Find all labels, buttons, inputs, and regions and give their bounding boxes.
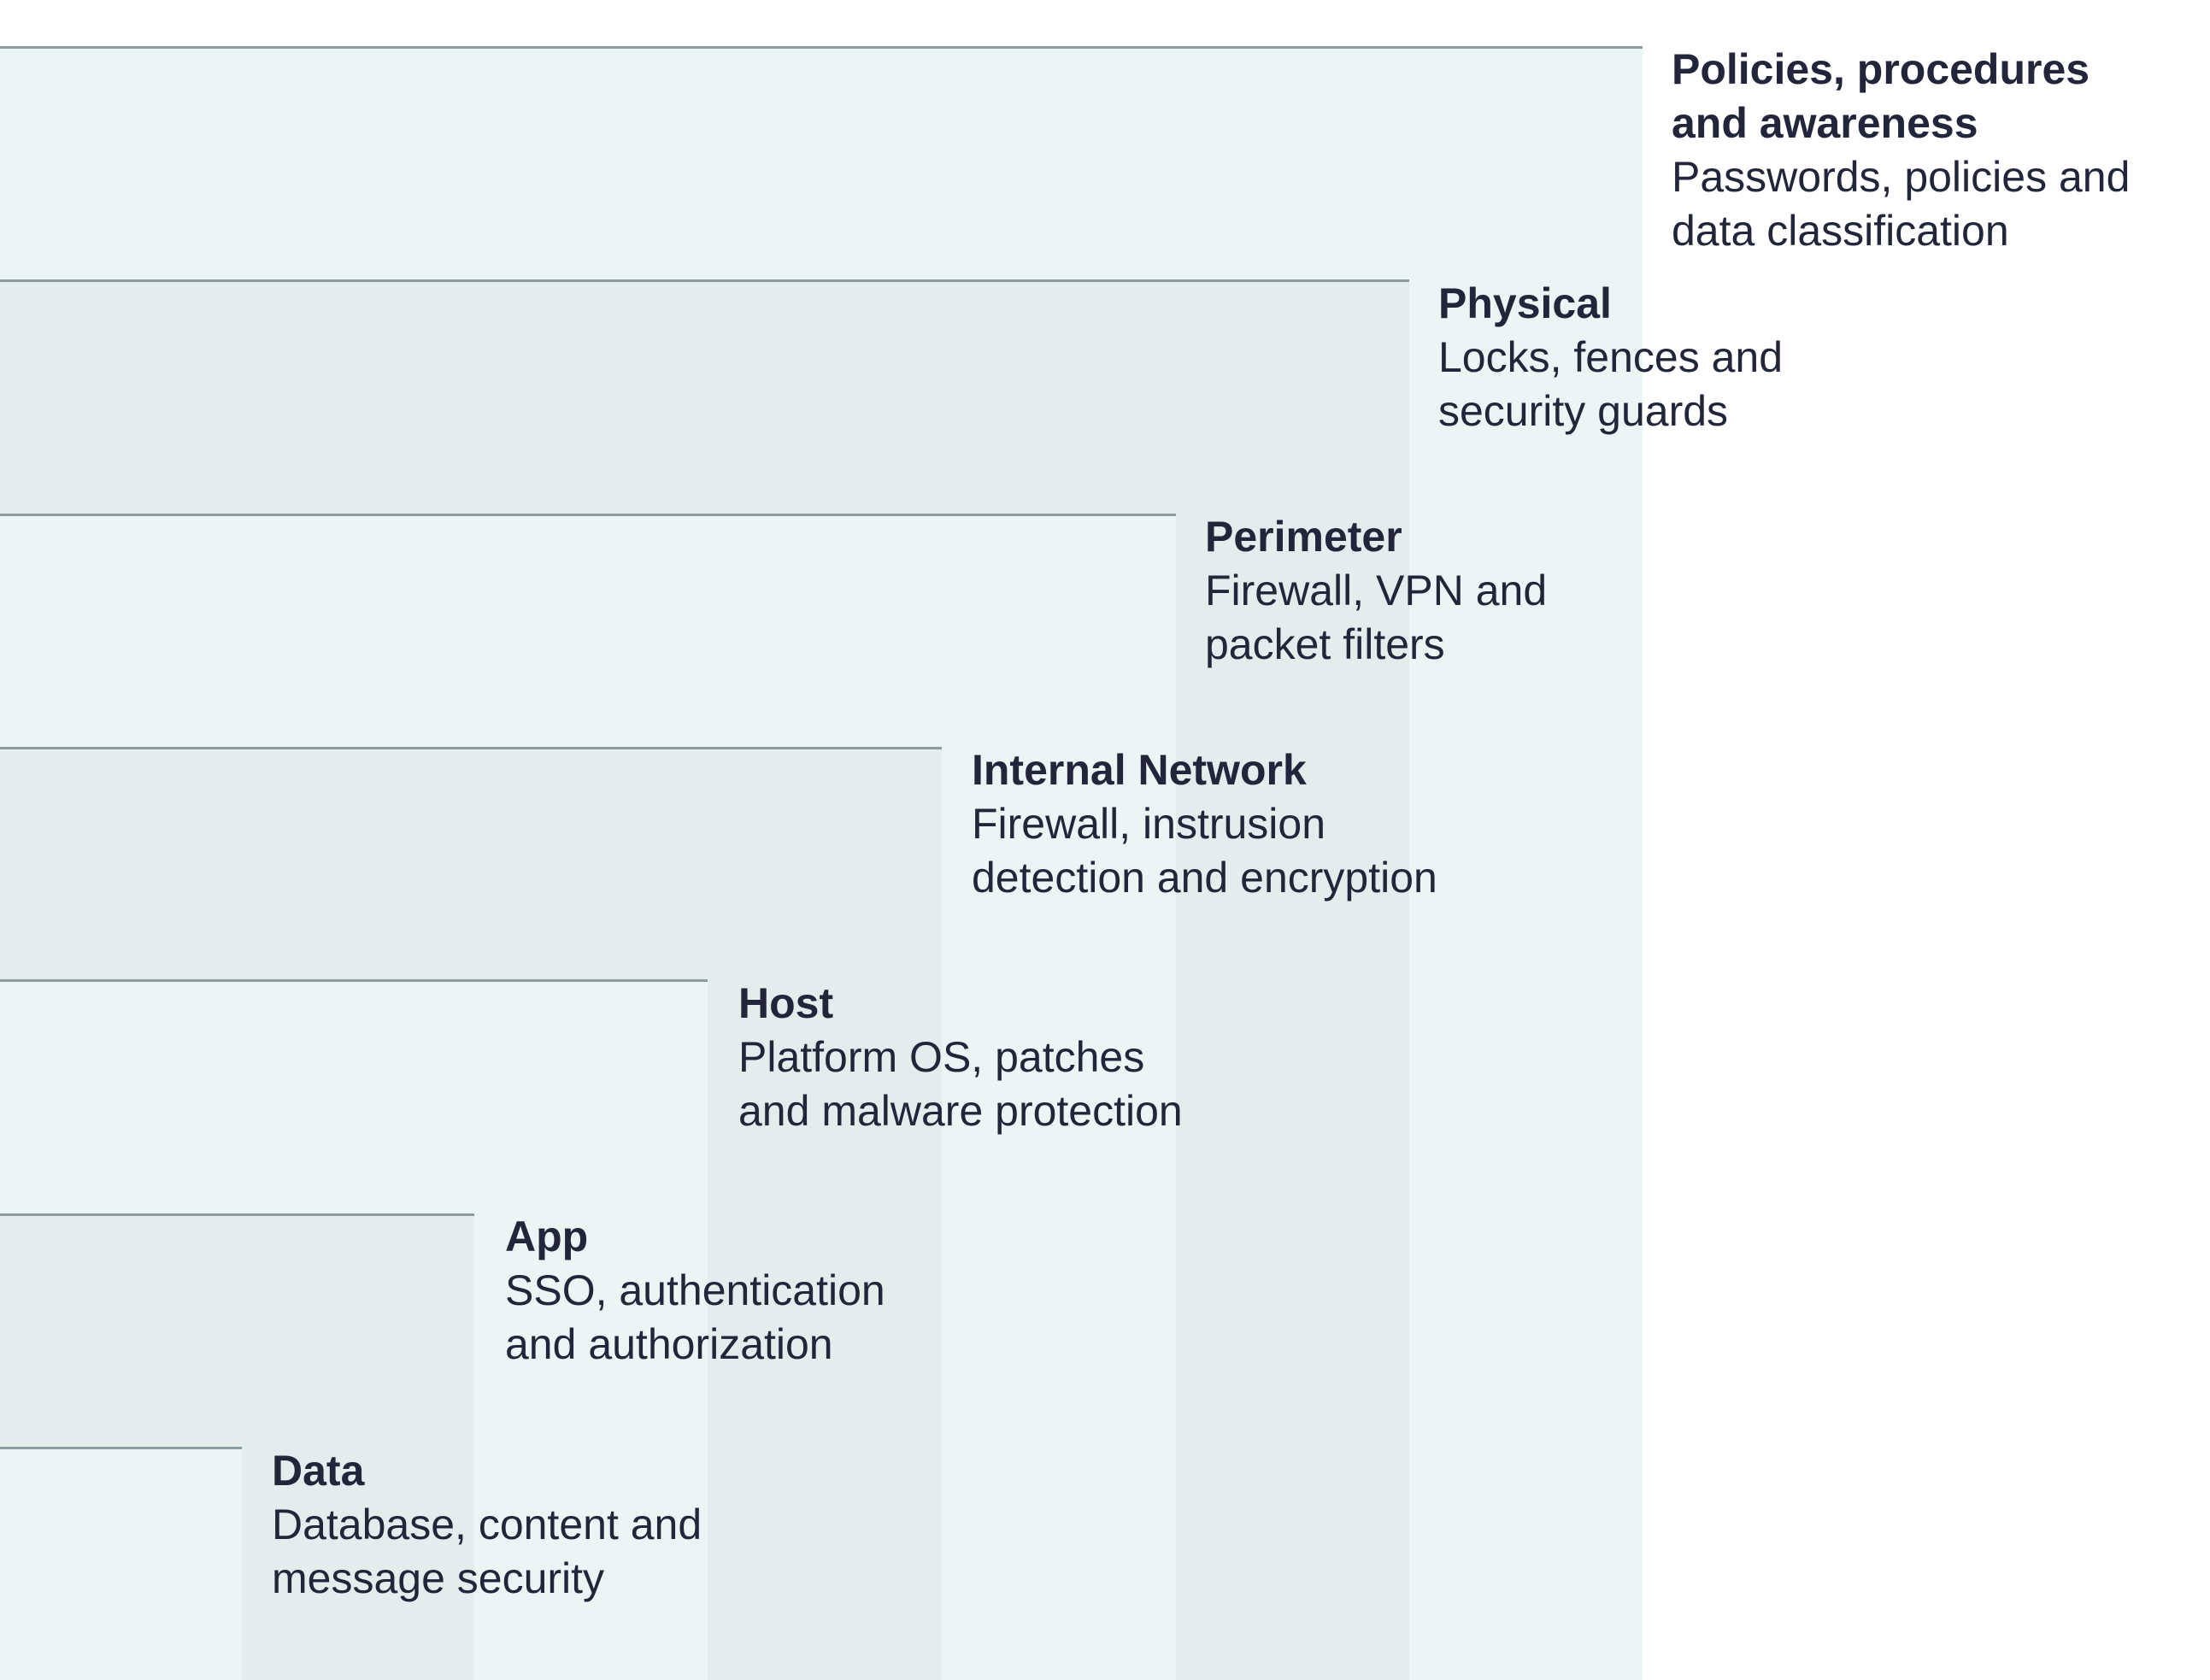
layer-description: and malware protection [738, 1087, 1183, 1135]
layer-title: Physical [1438, 279, 1612, 327]
layer-data-label: Data Database, content and message secur… [272, 1444, 702, 1606]
layer-description: message security [272, 1554, 605, 1602]
layer-physical-label: Physical Locks, fences and security guar… [1438, 277, 1783, 438]
layer-app-label: App SSO, authentication and authorizatio… [505, 1210, 885, 1372]
layer-description: security guards [1438, 387, 1729, 435]
layer-data-band [0, 1447, 242, 1680]
layer-title: Perimeter [1205, 513, 1402, 561]
layer-perimeter-label: Perimeter Firewall, VPN and packet filte… [1205, 510, 1547, 672]
layer-title: Data [272, 1447, 365, 1495]
layer-description: Firewall, VPN and [1205, 567, 1548, 614]
layer-description: Passwords, policies and [1672, 153, 2131, 201]
layer-host-label: Host Platform OS, patches and malware pr… [738, 977, 1183, 1138]
layer-description: Platform OS, patches [738, 1033, 1145, 1081]
layer-title: Host [738, 979, 834, 1027]
layer-title: Internal Network [972, 746, 1307, 794]
layer-description: SSO, authentication [505, 1266, 885, 1314]
layer-description: packet filters [1205, 620, 1445, 668]
layer-description: and authorization [505, 1320, 833, 1368]
layer-description: Firewall, instrusion [972, 800, 1326, 848]
layer-description: Locks, fences and [1438, 333, 1784, 381]
layer-title: App [505, 1213, 589, 1260]
layer-policies-label: Policies, procedures and awareness Passw… [1672, 43, 2130, 258]
layer-title: and awareness [1672, 99, 1978, 147]
layer-description: Database, content and [272, 1501, 702, 1548]
layer-description: detection and encryption [972, 854, 1437, 902]
layer-title: Policies, procedures [1672, 45, 2090, 93]
layer-internal-network-label: Internal Network Firewall, instrusion de… [972, 743, 1437, 905]
layer-description: data classification [1672, 207, 2009, 255]
